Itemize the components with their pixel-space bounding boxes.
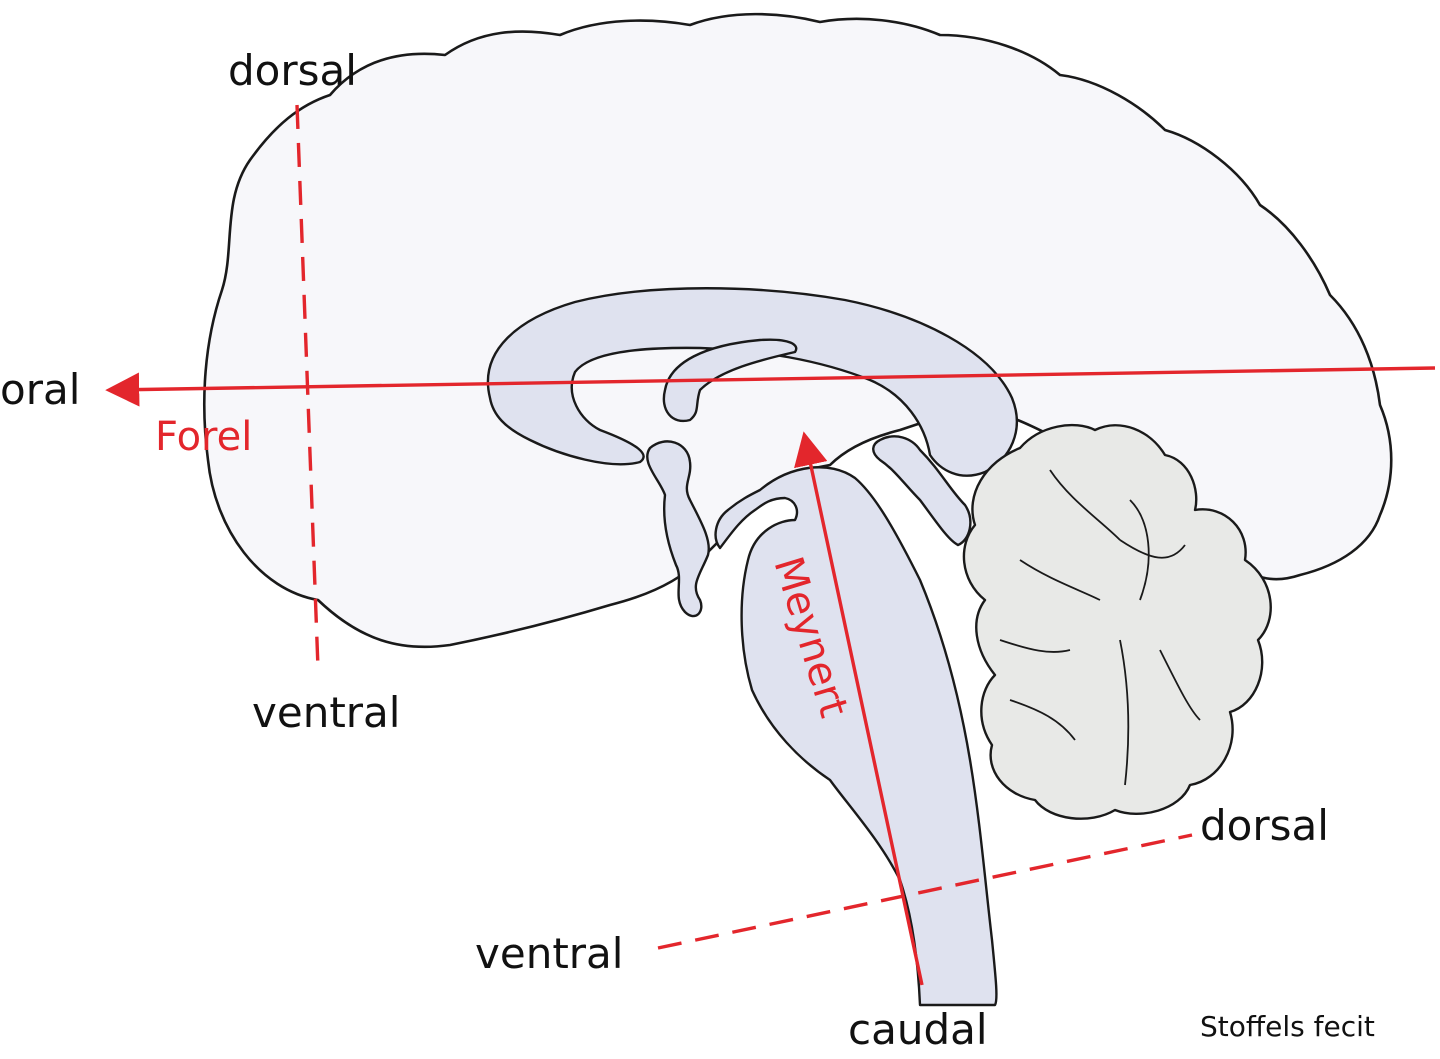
forel-axis-arrow [105,366,1436,407]
cerebellar-fissure [1119,639,1130,786]
cerebellum [962,423,1272,820]
label-caudal: caudal [848,1005,988,1054]
label-dorsal-right: dorsal [1200,801,1329,850]
cerebellar-fissure [1009,699,1076,741]
label-dorsal-top: dorsal [228,46,357,95]
brainstem [714,466,998,1007]
cerebellar-fissure [1019,559,1101,601]
label-ventral-left: ventral [252,688,400,737]
pineal-recess [872,435,972,547]
label-forel: Forel [155,414,252,460]
corpus-callosum [486,287,1018,477]
cerebellar-fissure [1049,469,1121,541]
fornix [662,338,798,423]
label-ventral-bottom: ventral [475,929,623,978]
brainstem-dorsoventral-axis [657,833,1193,950]
meynert-axis-arrow [794,431,924,986]
cerebellar-fissure [1119,539,1186,559]
third-ventricle [646,440,710,618]
label-oral: oral [0,365,80,414]
credit-text: Stoffels fecit [1200,1010,1375,1043]
cerebellar-fissure [999,639,1071,653]
cerebellar-fissure [1159,649,1201,721]
cerebellar-fissure [1129,499,1150,601]
